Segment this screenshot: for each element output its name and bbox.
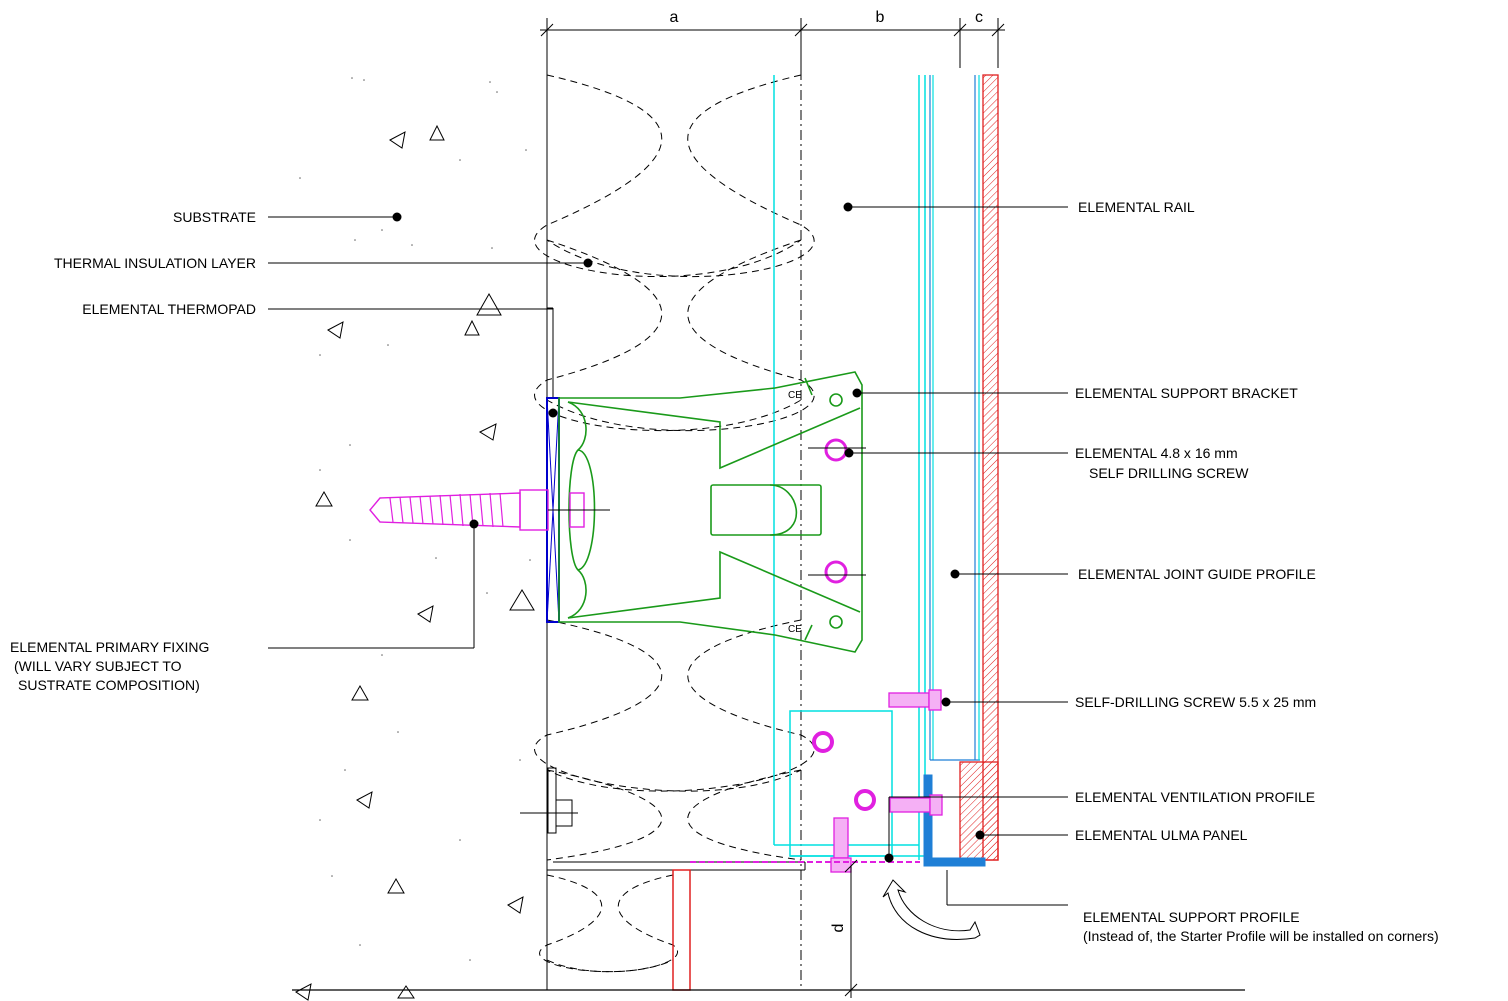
elemental-rail — [773, 75, 926, 860]
label-thermopad: ELEMENTAL THERMOPAD — [82, 301, 256, 317]
label-support-profile: ELEMENTAL SUPPORT PROFILE — [1083, 909, 1300, 925]
label-bracket: ELEMENTAL SUPPORT BRACKET — [1075, 385, 1298, 401]
label-primary-fixing-note-2: SUSTRATE COMPOSITION) — [18, 677, 200, 693]
thermopad — [546, 307, 560, 623]
insulation-layer — [534, 70, 815, 990]
ventilation-rings — [812, 731, 876, 811]
dimension-a-label: a — [670, 9, 679, 26]
leader-dots — [392, 202, 985, 863]
ulma-panel — [959, 74, 999, 861]
label-screw-small: ELEMENTAL 4.8 x 16 mm — [1075, 445, 1238, 461]
primary-fixing — [369, 489, 610, 531]
bracket-ce-mark-bottom: CE — [788, 624, 802, 635]
support-profile — [923, 774, 986, 867]
dimension-d-label: d — [830, 924, 847, 933]
label-rail: ELEMENTAL RAIL — [1078, 199, 1195, 215]
dimension-c-label: c — [975, 9, 983, 26]
label-screw-small-note: SELF DRILLING SCREW — [1089, 465, 1249, 481]
label-joint-guide: ELEMENTAL JOINT GUIDE PROFILE — [1078, 566, 1316, 582]
starter-profile — [672, 869, 691, 991]
joint-guide-profile — [929, 75, 980, 761]
label-primary-fixing-note-1: (WILL VARY SUBJECT TO — [14, 658, 182, 674]
ventilation-profile — [520, 767, 806, 871]
label-insulation: THERMAL INSULATION LAYER — [54, 255, 256, 271]
support-bracket — [558, 371, 863, 653]
label-ventilation: ELEMENTAL VENTILATION PROFILE — [1075, 789, 1315, 805]
direction-arrow-icon — [882, 879, 981, 940]
dimension-lines — [540, 18, 1005, 998]
label-panel: ELEMENTAL ULMA PANEL — [1075, 827, 1248, 843]
dimension-b-label: b — [876, 9, 885, 26]
label-substrate: SUBSTRATE — [173, 209, 256, 225]
label-support-profile-note: (Instead of, the Starter Profile will be… — [1083, 928, 1439, 944]
self-drilling-screw-small — [824, 438, 848, 584]
substrate-hatch — [295, 77, 535, 1001]
label-primary-fixing: ELEMENTAL PRIMARY FIXING — [10, 639, 209, 655]
bracket-ce-mark-top: CE — [788, 390, 802, 401]
label-screw-large: SELF-DRILLING SCREW 5.5 x 25 mm — [1075, 694, 1316, 710]
leader-lines — [268, 206, 1068, 906]
